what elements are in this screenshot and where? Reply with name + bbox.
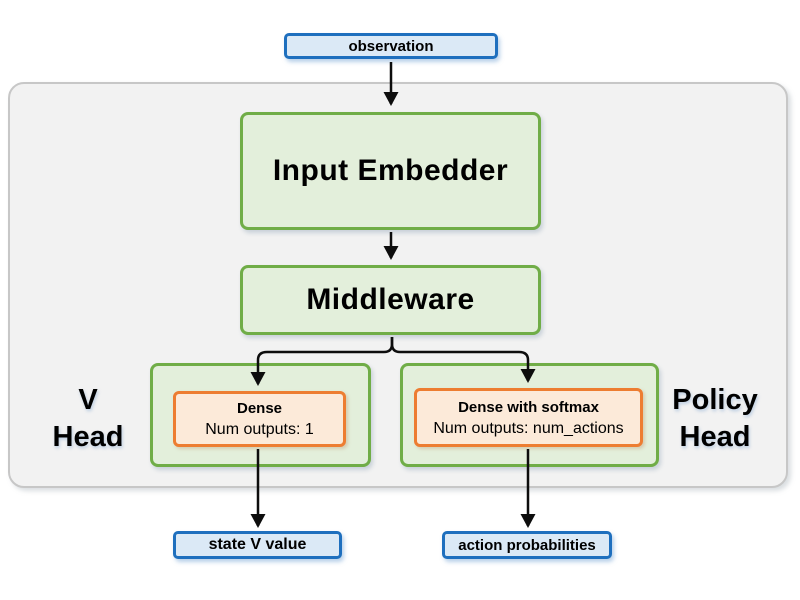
node-action-probabilities-label: action probabilities (458, 536, 596, 554)
node-dense-policy-title: Dense with softmax (458, 398, 599, 416)
node-observation-label: observation (348, 37, 434, 55)
node-action-probabilities: action probabilities (442, 531, 612, 559)
node-state-v-value-label: state V value (208, 536, 307, 553)
node-middleware-label: Middleware (306, 283, 475, 316)
label-v-head: V Head (32, 382, 144, 456)
node-middleware: Middleware (240, 265, 541, 335)
node-dense-v: Dense Num outputs: 1 (173, 391, 346, 447)
node-dense-v-subtitle: Num outputs: 1 (205, 421, 314, 438)
node-dense-policy: Dense with softmax Num outputs: num_acti… (414, 388, 643, 447)
node-input-embedder: Input Embedder (240, 112, 541, 230)
node-state-v-value: state V value (173, 531, 342, 559)
label-policy-head-line2: Head (679, 421, 751, 453)
node-dense-policy-subtitle: Num outputs: num_actions (433, 419, 624, 437)
label-v-head-line1: V (78, 384, 98, 416)
label-policy-head-line1: Policy (672, 384, 758, 416)
node-observation: observation (284, 33, 498, 59)
node-input-embedder-label: Input Embedder (272, 154, 509, 187)
label-v-head-line2: Head (52, 421, 124, 453)
label-policy-head: Policy Head (659, 382, 771, 456)
node-dense-v-title: Dense (236, 400, 283, 417)
